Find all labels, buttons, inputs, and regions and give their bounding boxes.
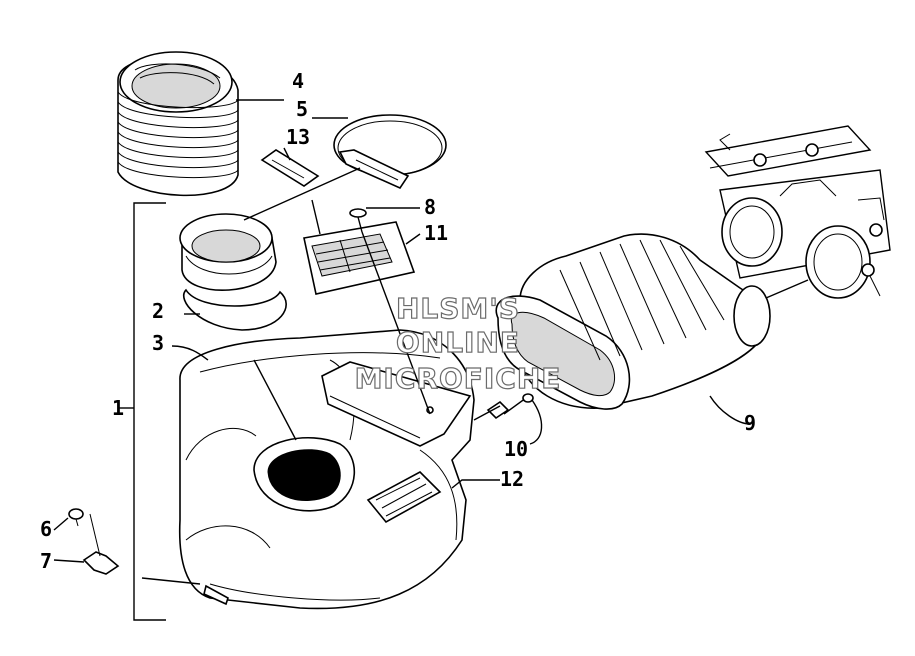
callout-5: 5 [296, 97, 308, 121]
callout-7: 7 [40, 549, 52, 573]
bellows-boot [117, 51, 239, 197]
callout-13: 13 [286, 125, 310, 149]
watermark-line-2: ONLINE [396, 326, 520, 359]
adapter-collar [179, 213, 287, 331]
callout-10: 10 [504, 437, 528, 461]
watermark: HLSM'S ONLINE MICROFICHE [354, 291, 562, 395]
watermark-line-3: MICROFICHE [355, 362, 562, 395]
mounting-clip [82, 513, 120, 575]
carburetor-assembly [704, 125, 891, 299]
watermark-line-1: HLSM'S [396, 292, 520, 325]
callout-3: 3 [152, 331, 164, 355]
callout-8: 8 [424, 195, 436, 219]
callout-11: 11 [424, 221, 448, 245]
bracket-item-1 [118, 202, 166, 621]
intake-silencer [178, 329, 475, 610]
small-plate [260, 149, 320, 187]
bolt-item-10 [486, 393, 534, 420]
callout-1: 1 [112, 396, 124, 420]
callout-2: 2 [152, 299, 164, 323]
bolt-item-8 [349, 208, 367, 233]
decal-sheet [303, 221, 416, 295]
intake-boot [495, 233, 771, 410]
callout-6: 6 [40, 517, 52, 541]
leader-lines [53, 99, 809, 585]
callout-12: 12 [500, 467, 524, 491]
hose-clamp [333, 114, 447, 190]
callout-4: 4 [292, 69, 304, 93]
callout-9: 9 [744, 411, 756, 435]
callout-numbers: 1 2 3 4 5 6 7 8 9 10 11 12 13 [40, 69, 756, 573]
push-fastener [68, 508, 84, 527]
